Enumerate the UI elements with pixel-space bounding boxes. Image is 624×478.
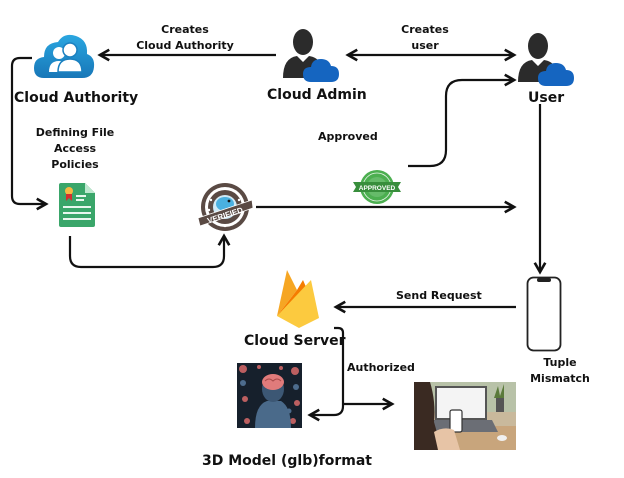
verified-badge-node[interactable]: VERIFIED	[196, 180, 254, 234]
smartphone-icon	[526, 276, 562, 352]
verified-badge-icon: VERIFIED	[197, 183, 254, 231]
admin-cloud-user-icon	[283, 29, 339, 82]
approved-stamp-node[interactable]: APPROVED	[352, 168, 402, 206]
edge-label-send-request: Send Request	[396, 289, 482, 302]
certificate-document-icon	[59, 183, 95, 227]
edge-label-line: user	[411, 39, 439, 52]
edge-label-defining-policies: Defining File Access Policies	[25, 125, 125, 173]
edge-label-line: Defining File	[35, 126, 115, 139]
edge-label-line: Creates	[161, 23, 209, 36]
approved-stamp-icon: APPROVED	[353, 170, 401, 204]
model-3d-title: 3D Model (glb)format	[202, 453, 372, 469]
edge-label-creates-user: Creates user	[385, 22, 465, 54]
edge-label-line: Creates	[401, 23, 449, 36]
edge-server-to-model	[307, 326, 345, 422]
cloud-server-node[interactable]	[275, 268, 321, 330]
policy-document-node[interactable]	[58, 182, 96, 228]
smartphone-node[interactable]	[526, 276, 562, 352]
user-node[interactable]	[516, 30, 576, 88]
firebase-flame-icon	[277, 270, 319, 328]
cloud-authority-node[interactable]	[32, 30, 96, 82]
user-title: User	[528, 90, 565, 106]
cloud-user-icon	[518, 33, 574, 86]
edge-document-to-verified	[68, 233, 231, 269]
smartphone-caption: Tuple Mismatch	[520, 355, 600, 387]
edge-label-authorized: Authorized	[347, 361, 415, 374]
laptop-phone-user-image	[414, 382, 516, 450]
edge-label-line: Access	[53, 142, 97, 155]
cloud-authority-title: Cloud Authority	[14, 90, 139, 106]
edge-label-creates-cloud-authority: Creates Cloud Authority	[130, 22, 240, 54]
caption-line: Mismatch	[530, 372, 590, 385]
device-user-photo[interactable]	[414, 382, 516, 450]
edge-label-approved: Approved	[318, 130, 378, 143]
model-3d-image[interactable]	[237, 363, 302, 428]
cloud-admin-node[interactable]	[281, 26, 341, 84]
cloud-admin-title: Cloud Admin	[267, 87, 367, 103]
edge-approved-to-user	[408, 73, 517, 168]
approved-stamp-text: APPROVED	[359, 185, 396, 192]
cloud-users-icon	[34, 34, 95, 78]
edge-label-line: Cloud Authority	[136, 39, 234, 52]
edge-label-line: Policies	[51, 158, 99, 171]
anatomy-3d-model-image	[237, 363, 302, 428]
caption-line: Tuple	[543, 356, 577, 369]
cloud-server-title: Cloud Server	[244, 333, 346, 349]
edge-authority-to-document	[10, 56, 49, 211]
